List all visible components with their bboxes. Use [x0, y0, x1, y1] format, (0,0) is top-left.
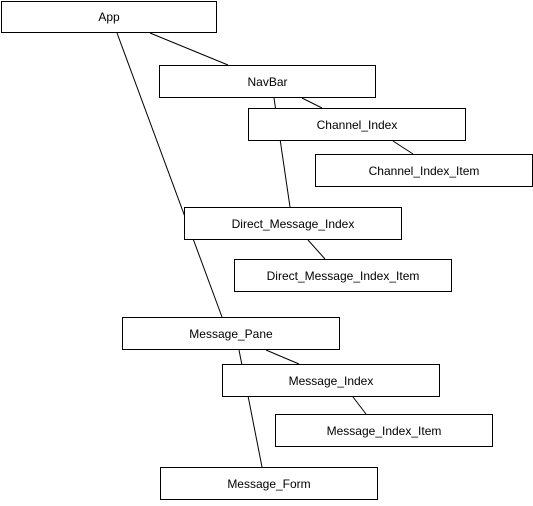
- node-message-form: Message_Form: [160, 467, 378, 500]
- node-label: Message_Index_Item: [326, 423, 442, 438]
- node-channel-index: Channel_Index: [248, 108, 466, 141]
- node-label: Message_Form: [227, 476, 311, 491]
- edge-dmi-item: [307, 239, 326, 260]
- node-label: Channel_Index_Item: [368, 163, 480, 178]
- node-label: Direct_Message_Index_Item: [266, 268, 420, 283]
- edge-app-message-pane: [116, 32, 223, 318]
- node-label: Direct_Message_Index: [231, 216, 355, 231]
- node-channel-index-item: Channel_Index_Item: [315, 154, 533, 187]
- node-navbar: NavBar: [159, 65, 376, 98]
- node-label: Message_Pane: [189, 326, 273, 341]
- edge-message-pane-index: [265, 349, 300, 365]
- edge-app-navbar: [149, 32, 229, 66]
- edge-channel-index-item: [392, 140, 414, 155]
- node-label: Channel_Index: [316, 117, 398, 132]
- node-label: App: [98, 10, 120, 24]
- node-label: Message_Index: [288, 373, 374, 388]
- node-message-index: Message_Index: [222, 364, 440, 397]
- node-direct-message-index-item: Direct_Message_Index_Item: [234, 259, 452, 292]
- node-direct-message-index: Direct_Message_Index: [184, 207, 402, 240]
- node-label: NavBar: [247, 74, 288, 89]
- node-message-index-item: Message_Index_Item: [275, 414, 493, 447]
- edge-message-index-item: [352, 396, 367, 415]
- edge-navbar-channel-index: [301, 97, 323, 109]
- node-message-pane: Message_Pane: [122, 317, 340, 350]
- node-app: App: [1, 1, 217, 33]
